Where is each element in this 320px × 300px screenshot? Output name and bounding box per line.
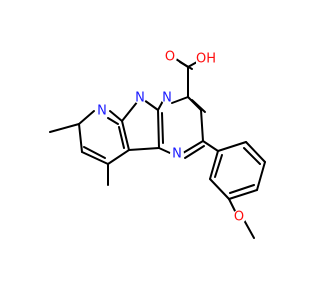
bond [157,109,160,149]
bond [228,189,258,200]
bond [49,123,80,133]
bond [182,140,204,154]
bond [243,219,255,239]
atom-n-pyridine: N [95,104,109,119]
atom-o-methoxy: O [232,210,246,225]
bond [243,147,261,165]
atom-n-pyrazole: N [134,91,146,106]
bond [158,147,171,154]
bond [161,112,164,144]
bond [245,141,266,163]
bond [179,61,193,70]
bond [217,141,247,152]
bond [143,99,159,111]
bond [228,198,236,212]
bond [202,140,219,152]
bond [107,149,130,165]
bond [191,99,206,113]
bond [229,184,255,194]
bond [121,120,130,151]
bond [78,123,83,153]
bond [256,161,266,191]
bond [214,154,223,178]
bond [187,61,198,68]
bond [107,117,119,125]
atom-label: OH [196,52,216,67]
bond [118,126,125,149]
atom-label: N [97,104,107,119]
atom-label: N [172,147,182,162]
atom-label: O [165,50,175,65]
atom-label: N [162,91,172,106]
atom-n-bridge: N [161,91,173,106]
bond [209,178,230,200]
bond [81,151,109,165]
atom-o-carbonyl: O [163,50,177,65]
structure-diagram: N N N N O OH O [49,50,266,239]
bond [184,145,205,159]
atom-oh-acid: OH [196,52,216,67]
bond [83,146,106,159]
atom-label: N [135,91,145,106]
bond [171,96,189,104]
bond [78,110,95,125]
atom-labels: N N N N O OH O [95,50,246,225]
bond [121,100,139,122]
bonds [49,58,266,239]
molecule-canvas: N N N N O OH O [49,50,266,239]
bond [128,147,160,151]
atom-n-pyrimidine: N [170,147,184,162]
bond [209,150,219,180]
bond [200,109,204,142]
bond [109,110,123,122]
atom-label: O [234,210,244,225]
